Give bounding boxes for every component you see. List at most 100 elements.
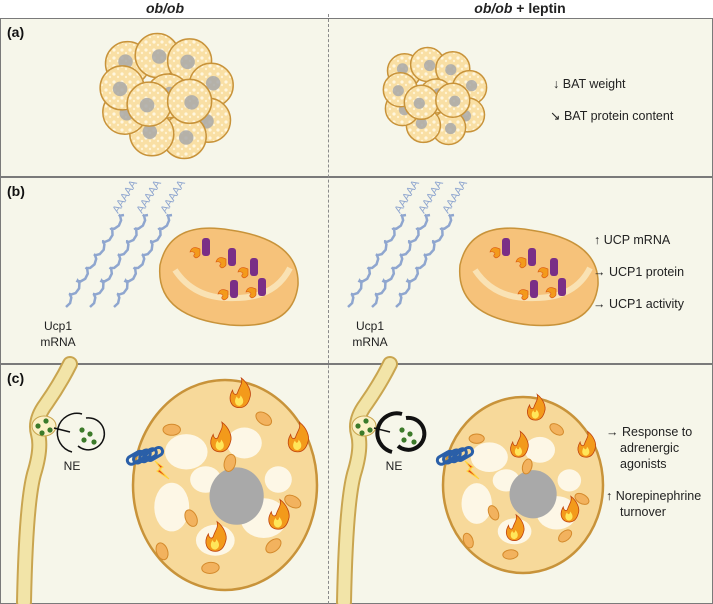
turnover-arrow xyxy=(77,417,106,451)
column-header-control-text: ob/ob xyxy=(145,0,185,16)
turnover-arrow xyxy=(375,411,403,454)
mitochondrion xyxy=(265,538,282,554)
flame-core xyxy=(210,539,220,550)
ucp1-protein xyxy=(528,248,536,266)
nucleus xyxy=(444,122,457,135)
column-header-leptin-italic: ob/ob xyxy=(474,0,513,16)
adrenergic-receptor xyxy=(448,447,468,464)
ucp1-protein xyxy=(228,248,236,266)
column-header-leptin: ob/ob + leptin xyxy=(420,0,620,18)
norepinephrine-molecule xyxy=(407,431,413,437)
mitochondrion xyxy=(284,494,302,509)
panel-c-note-1-text: Response to xyxy=(621,425,693,439)
lipid-droplet xyxy=(461,483,492,524)
ucp1-protein xyxy=(550,258,558,276)
panel-b-note-3: → UCP1 activity xyxy=(593,296,684,312)
flame-icon xyxy=(217,289,229,301)
flame-core xyxy=(293,439,302,451)
up-arrow-icon: ↑ xyxy=(594,233,601,247)
mrna-label-leptin: Ucp1 mRNA xyxy=(350,318,390,350)
column-header-control: ob/ob xyxy=(100,0,230,18)
panel-c-note-1-line2: adrenergic xyxy=(620,441,680,455)
down-arrow-icon: ↓ xyxy=(553,77,560,91)
turnover-arrow xyxy=(56,412,83,453)
ucp1-protein xyxy=(250,258,258,276)
ne-label-control: NE xyxy=(63,459,81,473)
norepinephrine-molecule xyxy=(79,427,85,433)
panel-c-note-2-text: Norepinephrine xyxy=(615,489,702,503)
mitochondrion xyxy=(521,458,533,475)
brown-adipocyte-leptin xyxy=(336,356,605,604)
lipid-droplet xyxy=(226,427,262,459)
ucp1-protein xyxy=(230,280,238,298)
panel-c-note-1-line3: agonists xyxy=(620,457,667,471)
flame-core xyxy=(215,439,224,451)
ucp1-protein xyxy=(202,238,210,256)
mitochondrion xyxy=(162,423,181,436)
nucleus xyxy=(180,54,195,70)
nucleus xyxy=(465,79,478,92)
signal-bolt xyxy=(154,460,170,480)
flame-icon xyxy=(517,289,529,301)
mitochondrion xyxy=(468,433,485,444)
flame-icon xyxy=(545,287,557,299)
mrna-label-leptin-line2: mRNA xyxy=(352,335,388,349)
column-divider xyxy=(328,14,329,604)
mrna-strand xyxy=(65,213,125,308)
nucleus xyxy=(445,64,457,76)
signal-bolt xyxy=(464,460,480,480)
lipid-droplet xyxy=(470,442,508,473)
right-arrow-icon: → xyxy=(593,265,606,279)
norepinephrine-vesicle xyxy=(367,427,373,433)
lipid-droplet xyxy=(164,434,208,470)
lipid-droplet xyxy=(557,469,582,492)
nucleus xyxy=(178,130,194,145)
mitochondrion xyxy=(201,561,220,574)
mitochondrion xyxy=(223,453,237,472)
mitochondrion xyxy=(462,532,474,549)
norepinephrine-vesicle xyxy=(359,430,365,436)
ucp1-protein xyxy=(258,278,266,296)
panel-c-note-1-line1: → Response to xyxy=(606,424,692,440)
mrna-strand xyxy=(113,213,173,308)
mitochondrion xyxy=(502,549,519,560)
mitochondrion xyxy=(558,529,573,543)
panel-a-note-2: ↘ BAT protein content xyxy=(550,108,673,124)
panel-b-label: (b) xyxy=(7,183,25,199)
nucleus xyxy=(415,117,428,130)
mitochondrion xyxy=(155,542,169,561)
flame-icon xyxy=(189,247,201,259)
panel-c-note-2-line2: turnover xyxy=(620,505,666,519)
flame-icon xyxy=(215,257,227,269)
right-arrow-icon: → xyxy=(593,297,606,311)
mitochondrion-leptin xyxy=(459,227,599,327)
lipid-droplet xyxy=(264,466,292,493)
norepinephrine-vesicle xyxy=(35,423,41,429)
nerve-fiber xyxy=(18,358,76,604)
flame-icon xyxy=(237,267,249,279)
norepinephrine-molecule xyxy=(401,437,407,443)
mrna-label-leptin-line1: Ucp1 xyxy=(355,319,384,333)
lipid-droplet xyxy=(154,482,190,532)
mitochondrion xyxy=(549,423,564,436)
mitochondrion xyxy=(184,509,198,527)
mitochondrion xyxy=(487,505,500,521)
down-right-arrow-icon: ↘ xyxy=(550,109,561,123)
norepinephrine-vesicle xyxy=(39,430,45,436)
nucleus xyxy=(142,124,158,140)
nerve-fiber xyxy=(338,358,396,604)
nucleus xyxy=(413,97,425,109)
nucleus xyxy=(449,95,461,107)
panel-b-note-2: → UCP1 protein xyxy=(593,264,684,280)
norepinephrine-molecule xyxy=(399,427,405,433)
nucleus xyxy=(509,470,557,519)
norepinephrine-vesicle xyxy=(43,418,49,424)
flame-icon xyxy=(515,257,527,269)
panel-c-note-2: ↑ Norepinephrine turnover xyxy=(606,488,701,520)
flame-icon xyxy=(537,267,549,279)
panel-b-note-3-text: UCP1 activity xyxy=(608,297,685,311)
panel-c-note-2-line1: ↑ Norepinephrine xyxy=(606,488,701,504)
norepinephrine-molecule xyxy=(81,437,87,443)
panel-c-label: (c) xyxy=(7,370,25,386)
